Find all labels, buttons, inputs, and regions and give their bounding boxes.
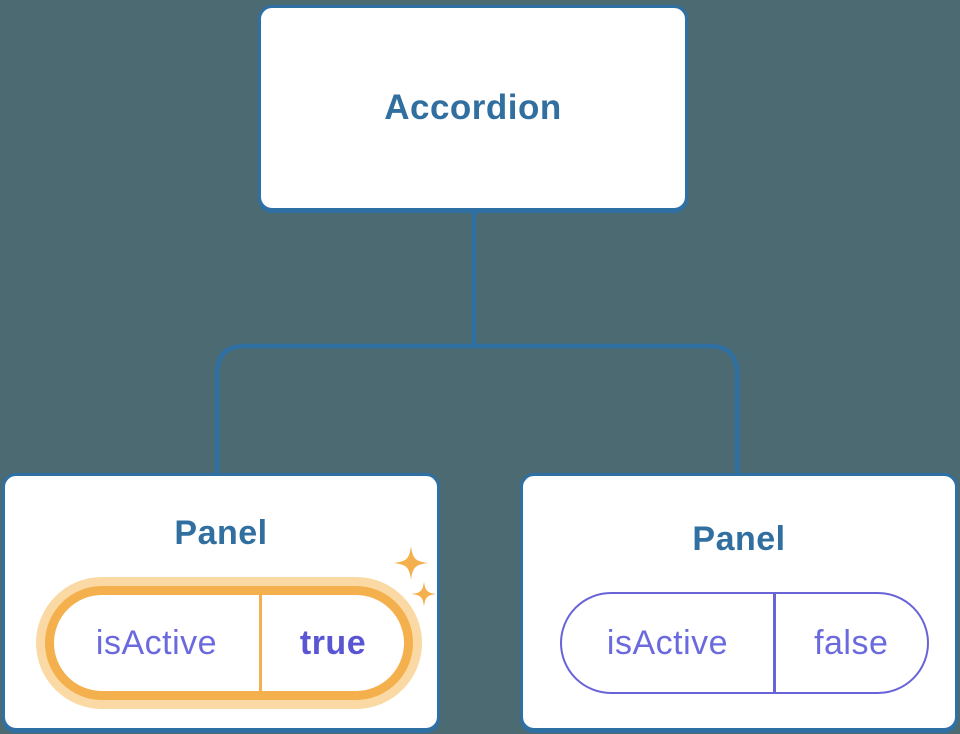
state-key: isActive xyxy=(95,623,218,662)
panel-title: Panel xyxy=(174,514,268,552)
state-key: isActive xyxy=(606,623,729,662)
connector-branches xyxy=(214,343,740,475)
state-value: true xyxy=(299,623,367,662)
accordion-node-label: Accordion xyxy=(384,88,562,127)
sparkles-icon xyxy=(394,546,437,607)
pill-divider xyxy=(773,594,776,692)
pill-divider xyxy=(259,595,262,691)
state-pill-inactive: isActive false xyxy=(560,592,929,694)
panel-node-active: Panel isActive true xyxy=(2,473,440,731)
accordion-node: Accordion xyxy=(258,5,688,211)
state-pill-active: isActive true xyxy=(45,586,413,700)
state-value: false xyxy=(814,623,889,662)
panel-node-inactive: Panel isActive false xyxy=(520,473,958,731)
panel-title: Panel xyxy=(692,520,786,558)
